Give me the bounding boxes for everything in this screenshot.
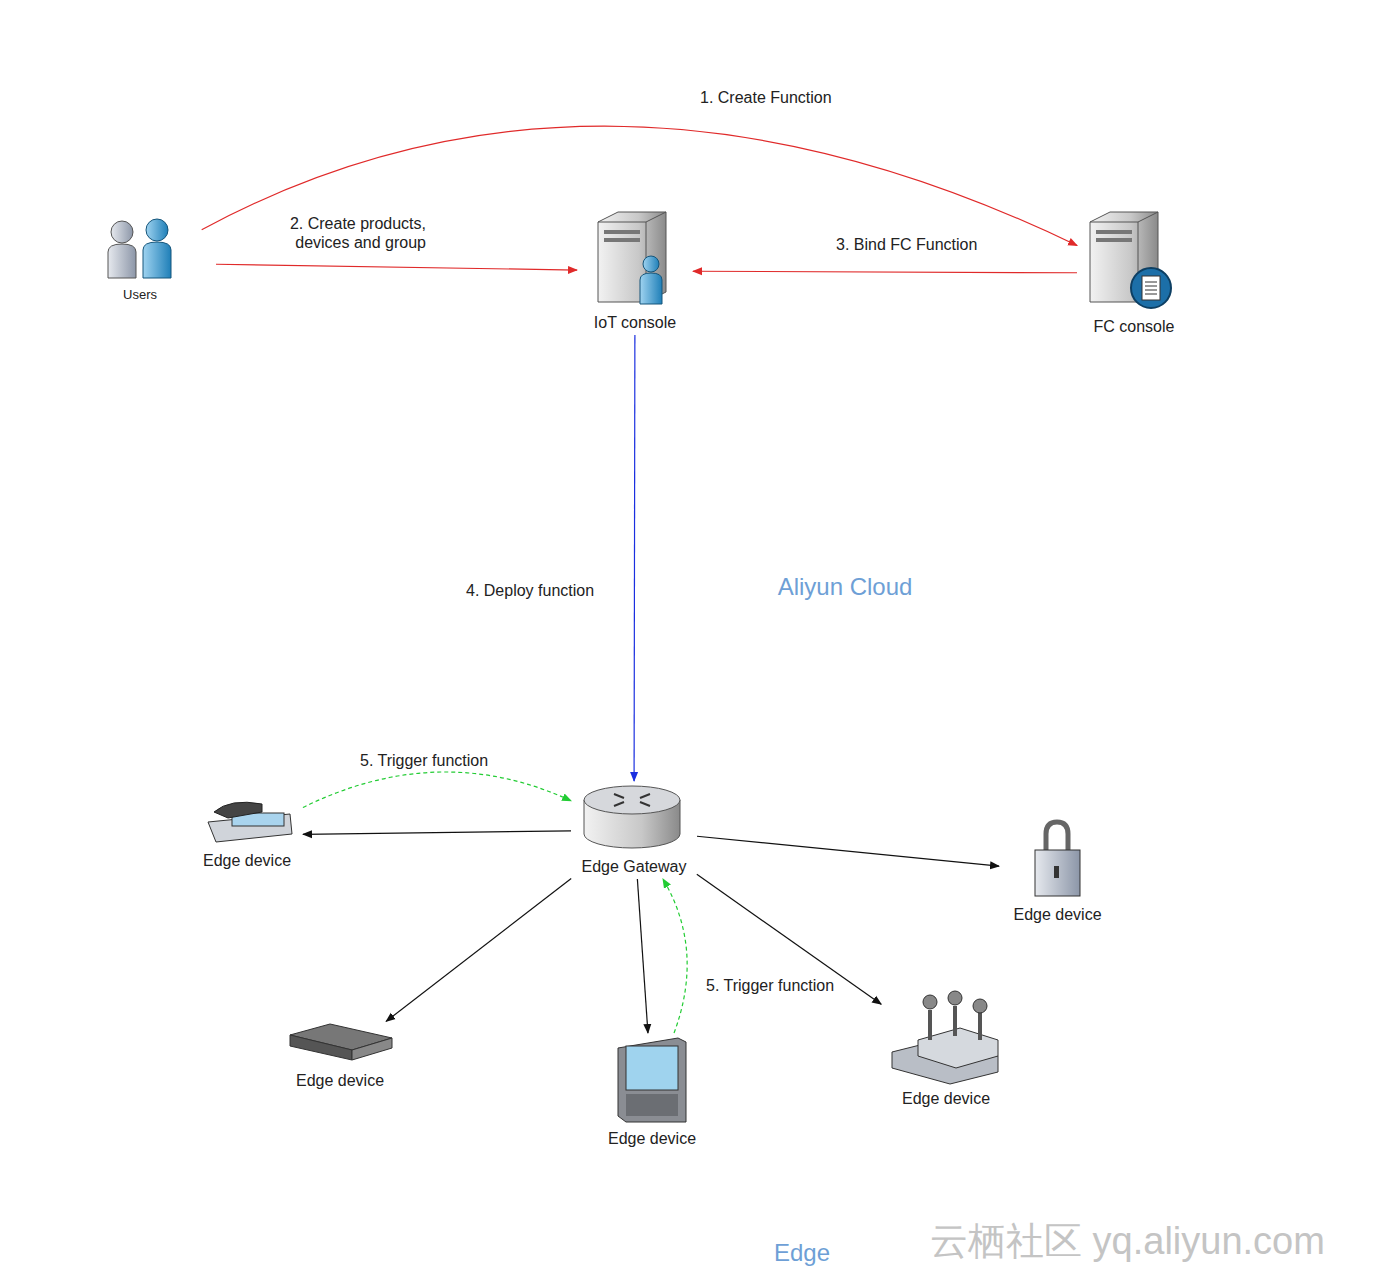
server-node: FC console xyxy=(1078,208,1190,338)
edge-label: 5. Trigger function xyxy=(704,976,836,995)
edge-label: 2. Create products, devices and group xyxy=(248,214,426,252)
device-node: Edge device xyxy=(280,1022,400,1092)
edge-region-outline xyxy=(0,680,1400,1271)
device-node: Edge device xyxy=(596,1034,708,1150)
connector xyxy=(693,271,1077,273)
device-node: Edge device xyxy=(192,798,302,872)
machine-icon xyxy=(892,991,998,1084)
connector xyxy=(303,772,571,807)
edge-label: 1. Create Function xyxy=(700,88,832,107)
server-icon xyxy=(598,212,666,304)
watermark: 云栖社区 yq.aliyun.com xyxy=(930,1216,1325,1267)
node-label: FC console xyxy=(1094,317,1175,336)
users-ellipse xyxy=(65,207,215,319)
edge-region: EdgeEdge GatewayEdge deviceEdge deviceEd… xyxy=(0,680,1400,1271)
node-label: Edge device xyxy=(902,1089,990,1108)
device-node: Edge device xyxy=(1000,818,1115,926)
node-label: Edge device xyxy=(1013,905,1101,924)
node-label: Edge Gateway xyxy=(580,857,689,876)
lock-icon xyxy=(1035,822,1080,896)
node-label: Edge device xyxy=(203,851,291,870)
connector xyxy=(637,879,648,1033)
connector xyxy=(633,335,635,781)
connector xyxy=(697,874,881,1004)
node-label: Aliyun Cloud xyxy=(778,572,913,601)
device-node: Edge device xyxy=(882,990,1010,1110)
edge-label: 3. Bind FC Function xyxy=(836,235,977,254)
connector xyxy=(663,879,687,1033)
users-ellipse: Users xyxy=(65,207,215,319)
rack-icon xyxy=(290,1024,392,1060)
node-label: Edge device xyxy=(608,1129,696,1148)
node-label: Edge xyxy=(774,1238,830,1267)
server-node: IoT console xyxy=(578,208,692,334)
node-label: IoT console xyxy=(594,313,676,332)
node-label: Edge device xyxy=(296,1071,384,1090)
users-icon xyxy=(108,219,171,278)
cloud-outline xyxy=(395,0,1295,605)
edge-label: 4. Deploy function xyxy=(466,581,594,600)
connector xyxy=(386,878,571,1021)
server-icon xyxy=(1090,212,1171,308)
edge-label: 5. Trigger function xyxy=(358,751,490,770)
connector xyxy=(303,831,571,834)
connector xyxy=(216,264,577,270)
router-icon xyxy=(584,786,680,848)
node-label: Users xyxy=(123,287,157,303)
cloud-region: Aliyun Cloud IoT console FC console xyxy=(395,0,1295,605)
gateway-node: Edge Gateway xyxy=(572,782,696,878)
phone-icon xyxy=(208,802,292,842)
tablet-icon xyxy=(618,1038,686,1122)
connector xyxy=(697,836,999,866)
